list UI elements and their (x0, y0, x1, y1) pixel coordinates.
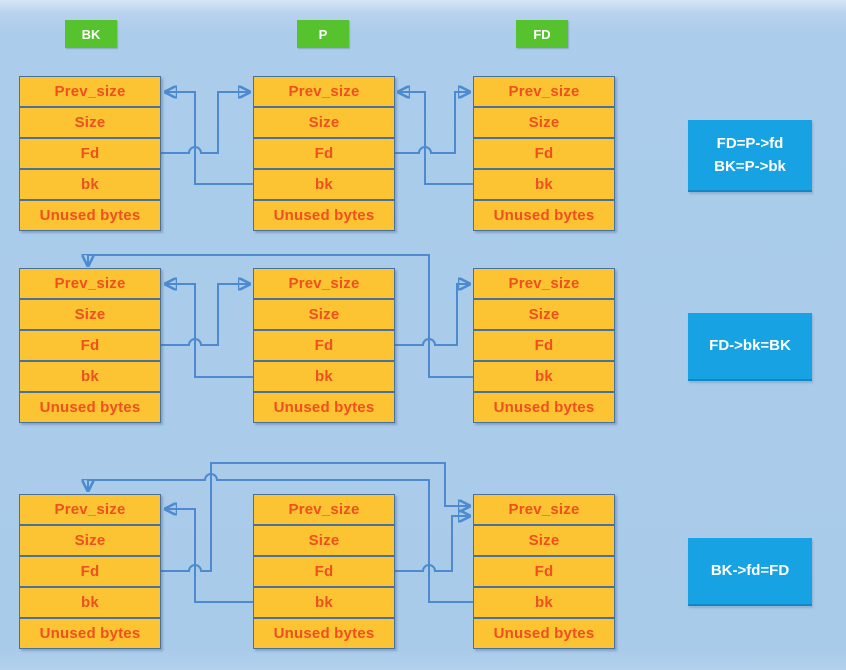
arrow-step1-p-fd-to-fd (395, 92, 469, 154)
cell-bk: bk (19, 169, 161, 200)
cell-fd: Fd (19, 330, 161, 361)
tag-bk: BK (65, 20, 117, 48)
arrow-step2-p-fd-to-fd (395, 284, 469, 346)
arrow-step1-p-bk-to-bk (166, 92, 253, 185)
tag-bk-label: BK (81, 26, 101, 42)
cell-prev-size: Prev_size (473, 268, 615, 299)
cell-size: Size (253, 299, 395, 330)
cell-unused-bytes: Unused bytes (19, 200, 161, 231)
tag-p-label: P (318, 26, 328, 42)
cell-unused-bytes: Unused bytes (473, 392, 615, 423)
cell-size: Size (473, 107, 615, 138)
cell-unused-bytes: Unused bytes (253, 392, 395, 423)
arrow-step1-bk-fd-to-p (161, 92, 249, 154)
cell-bk: bk (253, 169, 395, 200)
caption-step3: BK->fd=FD (688, 538, 812, 606)
cell-prev-size: Prev_size (473, 76, 615, 107)
cell-unused-bytes: Unused bytes (473, 200, 615, 231)
cell-fd: Fd (473, 556, 615, 587)
cell-fd: Fd (19, 556, 161, 587)
cell-prev-size: Prev_size (253, 76, 395, 107)
cell-fd: Fd (253, 330, 395, 361)
cell-bk: bk (253, 587, 395, 618)
cell-size: Size (19, 299, 161, 330)
cell-prev-size: Prev_size (253, 494, 395, 525)
cell-fd: Fd (253, 138, 395, 169)
cell-fd: Fd (19, 138, 161, 169)
cell-size: Size (19, 107, 161, 138)
arrow-step2-bk-fd-to-p (161, 284, 249, 346)
cell-prev-size: Prev_size (19, 76, 161, 107)
cell-prev-size: Prev_size (473, 494, 615, 525)
caption-step2-line1: FD->bk=BK (709, 337, 791, 355)
cell-size: Size (253, 525, 395, 556)
cell-bk: bk (473, 169, 615, 200)
caption-step1: FD=P->fd BK=P->bk (688, 120, 812, 192)
cell-bk: bk (19, 361, 161, 392)
cell-size: Size (473, 525, 615, 556)
tag-fd-label: FD (533, 26, 551, 42)
cell-bk: bk (19, 587, 161, 618)
cell-bk: bk (253, 361, 395, 392)
cell-bk: bk (473, 361, 615, 392)
cell-unused-bytes: Unused bytes (19, 618, 161, 649)
cell-unused-bytes: Unused bytes (473, 618, 615, 649)
tag-fd: FD (516, 20, 568, 48)
cell-size: Size (473, 299, 615, 330)
cell-bk: bk (473, 587, 615, 618)
arrow-step3-p-fd-to-fd (395, 516, 469, 572)
cell-prev-size: Prev_size (19, 494, 161, 525)
caption-step3-line1: BK->fd=FD (710, 562, 790, 580)
cell-size: Size (19, 525, 161, 556)
arrow-step3-p-bk-to-bk (166, 509, 253, 603)
cell-unused-bytes: Unused bytes (253, 618, 395, 649)
arrow-step2-p-bk-to-bk (166, 284, 253, 378)
caption-step1-line1: FD=P->fd (716, 134, 784, 152)
cell-fd: Fd (473, 138, 615, 169)
cell-prev-size: Prev_size (253, 268, 395, 299)
tag-p: P (297, 20, 349, 48)
cell-fd: Fd (473, 330, 615, 361)
cell-unused-bytes: Unused bytes (19, 392, 161, 423)
arrow-step1-fd-bk-to-p (399, 92, 473, 185)
cell-prev-size: Prev_size (19, 268, 161, 299)
caption-step2: FD->bk=BK (688, 313, 812, 381)
cell-unused-bytes: Unused bytes (253, 200, 395, 231)
cell-fd: Fd (253, 556, 395, 587)
cell-size: Size (253, 107, 395, 138)
caption-step1-line2: BK=P->bk (714, 158, 786, 175)
